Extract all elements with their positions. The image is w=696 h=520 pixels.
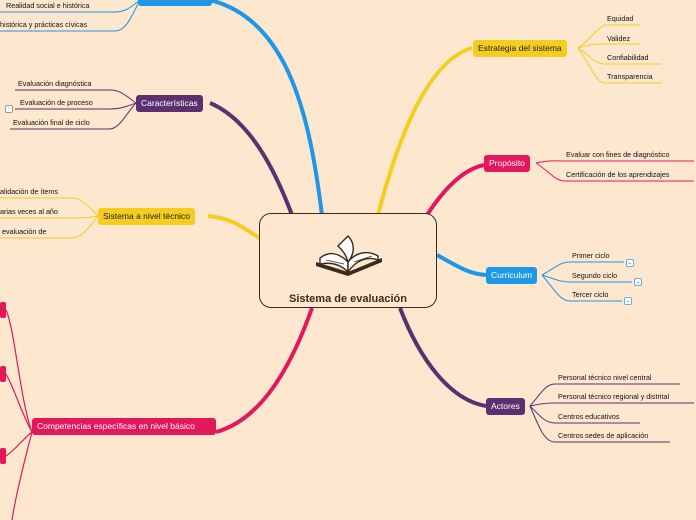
topic-actores[interactable]: Actores [486,398,525,415]
competencias-subnode-1[interactable] [0,302,6,318]
central-topic[interactable]: Sistema de evaluación [259,213,437,308]
leaf-primer-ciclo[interactable]: Primer ciclo [572,251,610,260]
topic-proposito[interactable]: Propósito [484,155,530,172]
leaf-centros-sedes[interactable]: Centros sedes de aplicación [558,431,649,440]
leaf-evaluacion-de[interactable]: evaluación de [2,227,47,236]
topic-competencias[interactable]: Competencias específicas en nivel básico [32,418,216,435]
leaf-realidad-social[interactable]: Realidad social e histórica [6,1,90,10]
topic-top-blue[interactable] [138,0,212,6]
competencias-subnode-2[interactable] [0,366,6,382]
collapse-badge-tercer-ciclo[interactable]: + [624,297,632,305]
topic-caracteristicas[interactable]: Características [136,95,203,112]
book-icon [316,235,382,276]
central-topic-title: Sistema de evaluación [289,293,407,305]
leaf-segundo-ciclo[interactable]: Segundo ciclo [572,271,618,280]
leaf-personal-central[interactable]: Personal técnico nivel central [558,373,652,382]
leaf-certificacion[interactable]: Certificación de los aprendizajes [566,170,670,179]
leaf-equidad[interactable]: Equidad [607,14,634,23]
leaf-practicas-civicas[interactable]: histórica y prácticas cívicas [0,20,88,29]
leaf-evaluacion-diagnostica[interactable]: Evaluación diagnóstica [18,79,92,88]
topic-estrategia[interactable]: Estrategia del sistema [473,40,567,57]
leaf-confiabilidad[interactable]: Confiabilidad [607,53,649,62]
leaf-tercer-ciclo[interactable]: Tercer ciclo [572,290,609,299]
collapse-badge-primer-ciclo[interactable]: + [626,259,634,267]
leaf-varias-veces[interactable]: arias veces al año [0,207,58,216]
note-badge[interactable]: ! [5,105,13,113]
collapse-badge-segundo-ciclo[interactable]: + [634,278,642,286]
leaf-personal-regional[interactable]: Personal técnico regional y distrital [558,392,670,401]
leaf-centros-educativos[interactable]: Centros educativos [558,412,620,421]
leaf-transparencia[interactable]: Transparencia [607,72,653,81]
leaf-evaluacion-proceso[interactable]: Evaluación de proceso [20,98,93,107]
topic-sistema-tecnico[interactable]: Sistema a nivel técnico [98,208,195,225]
leaf-validez[interactable]: Validez [607,34,631,43]
leaf-evaluar-diagnostico[interactable]: Evaluar con fines de diagnóstico [566,150,670,159]
leaf-evaluacion-final[interactable]: Evaluación final de ciclo [13,118,90,127]
topic-curriculum[interactable]: Curriculum [486,267,538,284]
competencias-subnode-3[interactable] [0,448,6,464]
leaf-validacion-items[interactable]: alidación de ítems [0,187,58,196]
